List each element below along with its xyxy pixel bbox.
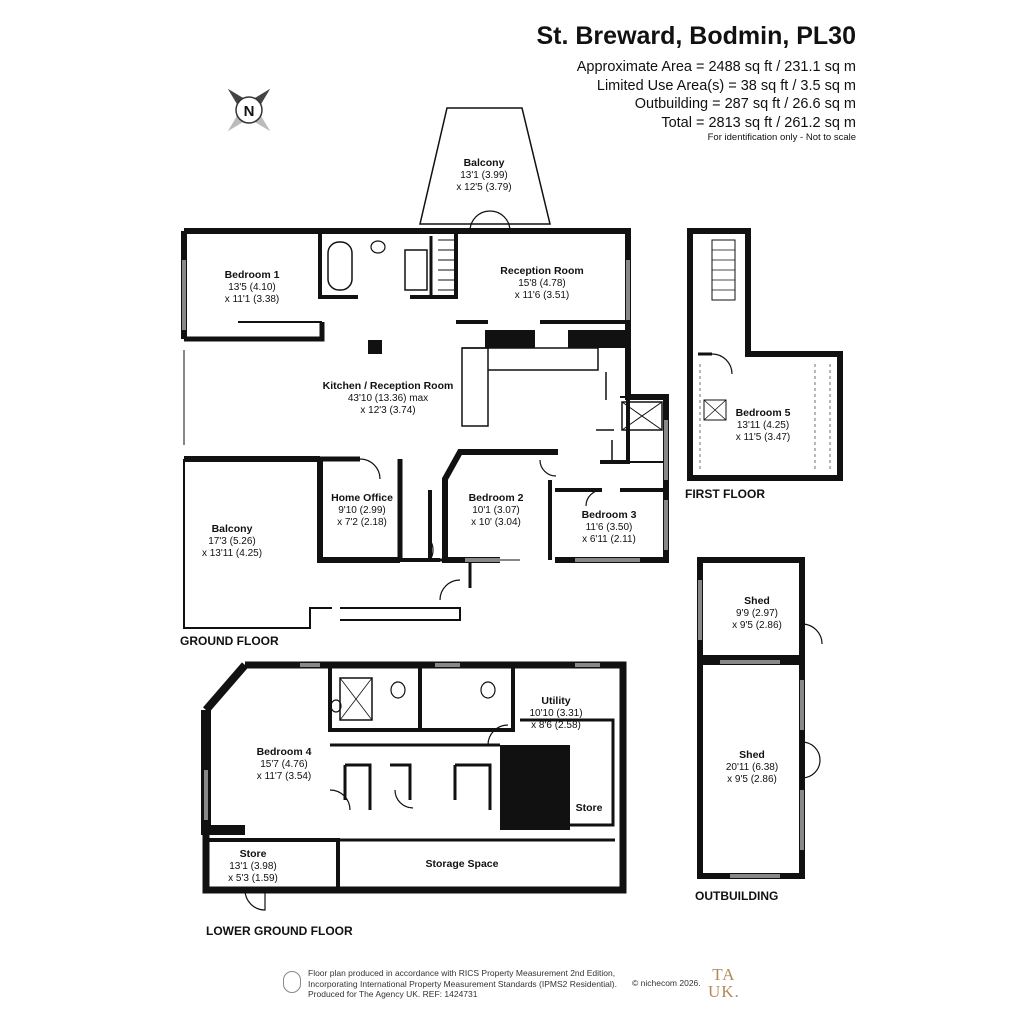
room-name: Balcony <box>464 157 505 169</box>
room-dimension: x 9'5 (2.86) <box>727 774 777 785</box>
room-label-bedroom-4: Bedroom 415'7 (4.76)x 11'7 (3.54) <box>257 746 312 782</box>
outbuilding-label: OUTBUILDING <box>695 889 778 903</box>
footer-line-2: Incorporating International Property Mea… <box>308 978 617 989</box>
room-label-store-lower: Store <box>576 802 603 814</box>
compass-icon: N <box>227 88 271 132</box>
room-dimension: 13'1 (3.99) <box>460 170 508 181</box>
room-dimension: 17'3 (5.26) <box>208 536 256 547</box>
room-dimension: x 11'1 (3.38) <box>225 294 280 305</box>
room-name: Kitchen / Reception Room <box>323 380 454 392</box>
room-name: Storage Space <box>426 858 499 870</box>
room-label-bedroom-1: Bedroom 113'5 (4.10)x 11'1 (3.38) <box>225 269 280 305</box>
first-floor-plan <box>687 228 843 481</box>
identification-note: For identification only - Not to scale <box>707 132 856 143</box>
room-dimension: x 11'6 (3.51) <box>515 290 570 301</box>
room-dimension: x 12'5 (3.79) <box>456 182 511 193</box>
room-dimension: 11'6 (3.50) <box>586 522 633 533</box>
room-name: Bedroom 3 <box>582 509 637 521</box>
room-name: Utility <box>541 695 570 707</box>
ground-floor-label: GROUND FLOOR <box>180 634 279 648</box>
rics-icon <box>283 971 301 993</box>
room-dimension: x 11'7 (3.54) <box>257 771 312 782</box>
room-dimension: 15'7 (4.76) <box>260 759 308 770</box>
room-name: Bedroom 1 <box>225 269 280 281</box>
footer-line-1: Floor plan produced in accordance with R… <box>308 968 616 978</box>
room-dimension: 10'1 (3.07) <box>472 505 520 516</box>
room-dimension: 9'10 (2.99) <box>338 505 386 516</box>
room-dimension: x 13'11 (4.25) <box>202 548 262 559</box>
room-dimension: x 8'6 (2.58) <box>531 720 581 731</box>
room-dimension: 20'11 (6.38) <box>726 762 778 773</box>
room-label-bedroom-3: Bedroom 311'6 (3.50)x 6'11 (2.11) <box>582 509 637 545</box>
room-dimension: x 6'11 (2.11) <box>582 534 636 545</box>
room-name: Bedroom 2 <box>469 492 524 504</box>
outbuilding-area: Outbuilding = 287 sq ft / 26.6 sq m <box>634 96 856 112</box>
room-name: Bedroom 5 <box>736 407 791 419</box>
limited-use-area: Limited Use Area(s) = 38 sq ft / 3.5 sq … <box>596 77 856 94</box>
area-summary: Approximate Area = 2488 sq ft / 231.1 sq… <box>577 58 856 132</box>
logo-bottom-text: UK. <box>708 982 740 1001</box>
room-name: Home Office <box>331 492 393 504</box>
total-area: Total = 2813 sq ft / 261.2 sq m <box>661 114 856 131</box>
room-dimension: 15'8 (4.78) <box>518 278 566 289</box>
room-label-bedroom-2: Bedroom 210'1 (3.07)x 10' (3.04) <box>469 492 524 528</box>
room-name: Shed <box>739 749 765 761</box>
room-dimension: x 10' (3.04) <box>471 517 521 528</box>
room-dimension: x 5'3 (1.59) <box>228 873 278 884</box>
logo-top-text: TA <box>712 965 736 984</box>
room-name: Store <box>576 802 603 814</box>
room-dimension: x 9'5 (2.86) <box>732 620 782 631</box>
room-dimension: x 12'3 (3.74) <box>360 405 415 416</box>
approximate-area: Approximate Area = 2488 sq ft / 231.1 sq… <box>576 59 856 75</box>
outbuilding-plan <box>697 557 823 879</box>
copyright-notice: © nichecom 2026. <box>632 978 701 988</box>
room-dimension: x 7'2 (2.18) <box>337 517 387 528</box>
footer-disclaimer: Floor plan produced in accordance with R… <box>308 968 617 1000</box>
property-address: St. Breward, Bodmin, PL30 <box>536 22 856 50</box>
lower-ground-floor-label: LOWER GROUND FLOOR <box>206 924 353 938</box>
room-dimension: 13'5 (4.10) <box>228 282 276 293</box>
compass-north-letter: N <box>244 103 255 120</box>
room-name: Shed <box>744 595 770 607</box>
first-floor-label: FIRST FLOOR <box>685 487 765 501</box>
room-dimension: x 11'5 (3.47) <box>736 432 791 443</box>
room-label-bedroom-5: Bedroom 513'11 (4.25)x 11'5 (3.47) <box>736 407 791 443</box>
room-dimension: 43'10 (13.36) max <box>348 393 428 404</box>
agency-logo: TA UK. <box>708 966 740 1000</box>
room-name: Reception Room <box>500 265 583 277</box>
ground-floor-plan <box>181 107 669 629</box>
footer-line-3: Produced for The Agency UK. REF: 1424731 <box>308 989 478 999</box>
room-label-storage-space: Storage Space <box>426 858 499 870</box>
room-dimension: 9'9 (2.97) <box>736 608 778 619</box>
room-dimension: 13'11 (4.25) <box>737 420 789 431</box>
room-dimension: 13'1 (3.98) <box>229 861 277 872</box>
room-name: Bedroom 4 <box>257 746 312 758</box>
room-dimension: 10'10 (3.31) <box>529 708 582 719</box>
room-name: Balcony <box>212 523 253 535</box>
lower-ground-floor-plan <box>201 661 627 911</box>
room-name: Store <box>240 848 267 860</box>
